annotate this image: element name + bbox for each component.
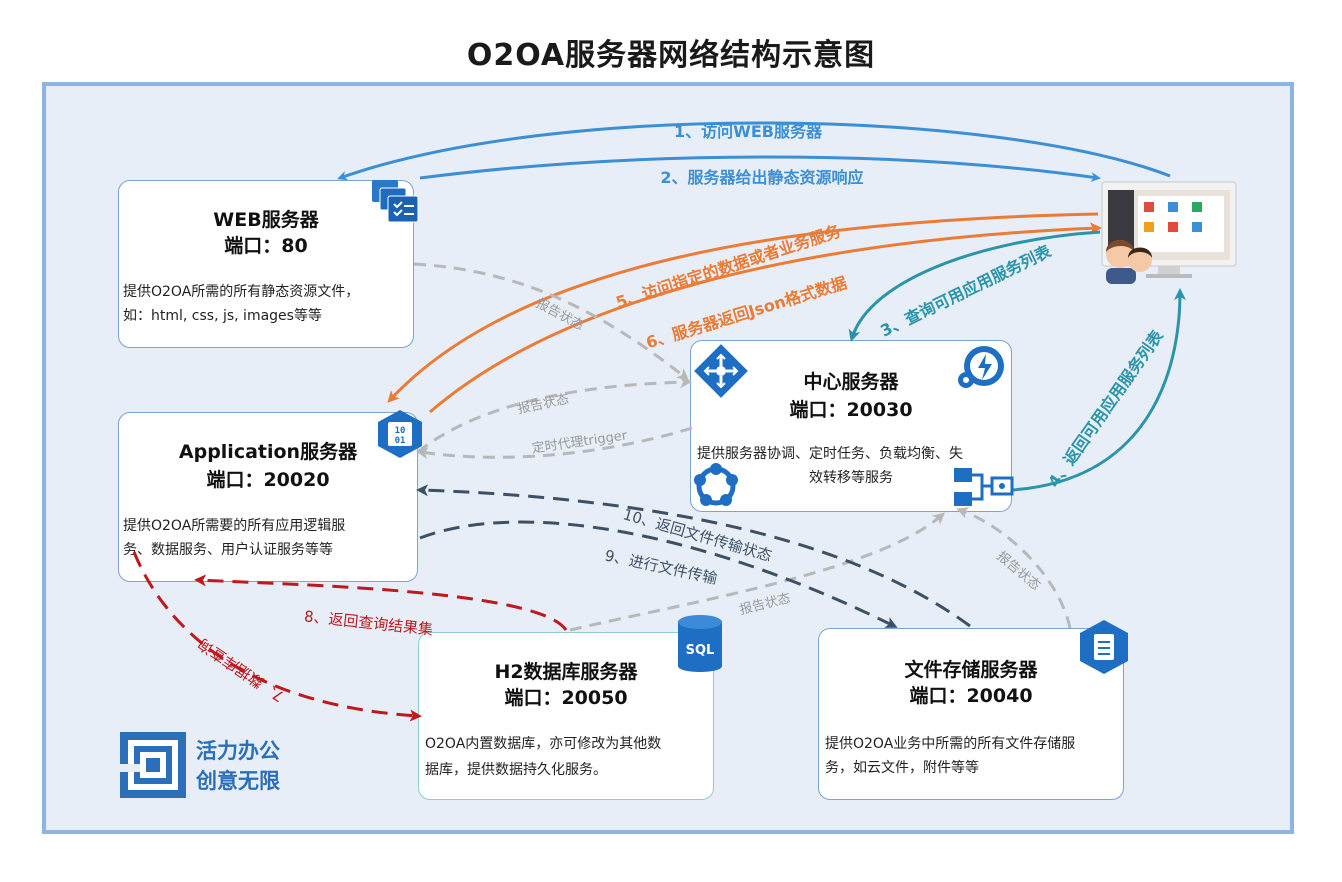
- document-stack-icon: [372, 180, 419, 223]
- arrow-10-return-file-status: [416, 484, 971, 628]
- h2-database-server-desc-1: O2OA内置数据库，亦可修改为其他数: [425, 736, 662, 752]
- o2oa-logo-icon: [118, 730, 188, 800]
- arrow-web-report-status: [413, 262, 690, 381]
- web-server-desc-2: 如：html, css, js, images等等: [123, 308, 322, 324]
- label-arrow-4: 4、返回可用应用服务列表: [1044, 326, 1167, 491]
- label-report-status-app: 报告状态: [516, 392, 570, 417]
- file-storage-server-port: 端口：20040: [909, 685, 1033, 707]
- label-report-status-file: 报告状态: [994, 549, 1043, 594]
- label-arrow-1: 1、访问WEB服务器: [674, 122, 823, 141]
- web-server-name: WEB服务器: [213, 209, 319, 231]
- arrow-5-access-data: [387, 212, 1099, 403]
- label-arrow-9: 9、进行文件传输: [603, 546, 719, 587]
- arrow-9-file-transfer: [419, 520, 898, 628]
- h2-database-server-port: 端口：20050: [504, 687, 628, 709]
- arrow-6-json-response: [429, 222, 1102, 414]
- center-server-desc-1: 提供服务器协调、定时任务、负载均衡、失: [697, 446, 963, 462]
- svg-text:10: 10: [395, 426, 406, 436]
- label-report-status-web: 报告状态: [533, 296, 586, 334]
- file-hexagon-icon: [1080, 620, 1128, 674]
- logo-line-2: 创意无限: [196, 769, 280, 793]
- web-server-port: 端口：80: [224, 235, 308, 257]
- web-server-node: WEB服务器 端口：80 提供O2OA所需的所有静态资源文件， 如：html, …: [118, 180, 414, 348]
- label-trigger: 定时代理trigger: [531, 428, 629, 456]
- application-server-desc-1: 提供O2OA所需要的所有应用逻辑服: [123, 518, 346, 534]
- svg-text:01: 01: [395, 436, 406, 446]
- arrow-3-query-service-list: [848, 230, 1101, 342]
- svg-text:SQL: SQL: [686, 643, 715, 658]
- h2-database-server-node: H2数据库服务器 端口：20050 O2OA内置数据库，亦可修改为其他数 据库，…: [418, 632, 714, 800]
- arrow-1-access-web: [337, 121, 1171, 181]
- label-arrow-8: 8、返回查询结果集: [303, 607, 434, 638]
- file-storage-server-node: 文件存储服务器 端口：20040 提供O2OA业务中所需的所有文件存储服 务，如…: [818, 628, 1124, 800]
- file-storage-server-name: 文件存储服务器: [904, 659, 1038, 681]
- h2-database-server-desc-2: 据库，提供数据持久化服务。: [425, 762, 607, 778]
- arrow-2-static-response: [419, 155, 1101, 182]
- arrow-4-return-service-list: [1011, 288, 1186, 492]
- label-arrow-7: 7、数据库查询: [195, 635, 288, 706]
- users-computer-icon: [1101, 181, 1237, 284]
- application-server-port: 端口：20020: [206, 469, 330, 491]
- application-server-node: Application服务器 端口：20020 提供O2OA所需要的所有应用逻辑…: [118, 412, 418, 582]
- label-report-status-db: 报告状态: [738, 591, 792, 618]
- label-arrow-2: 2、服务器给出静态资源响应: [660, 168, 863, 187]
- arrow-app-report-status: [417, 376, 692, 454]
- application-server-name: Application服务器: [178, 441, 358, 463]
- web-server-desc-1: 提供O2OA所需的所有静态资源文件，: [123, 284, 360, 300]
- binary-hexagon-icon: 10 01: [378, 410, 422, 458]
- file-storage-server-desc-1: 提供O2OA业务中所需的所有文件存储服: [825, 736, 1076, 752]
- arrow-trigger: [416, 426, 693, 460]
- center-server-name: 中心服务器: [803, 371, 899, 393]
- file-storage-server-desc-2: 务，如云文件，附件等等: [825, 760, 979, 776]
- cluster-circle-icon: [694, 463, 738, 506]
- arrow-file-report-status: [956, 507, 1072, 629]
- page-title: O2OA服务器网络结构示意图: [466, 38, 876, 73]
- logo-line-1: 活力办公: [196, 739, 280, 763]
- network-switch-icon: [954, 468, 1014, 506]
- center-server-desc-2: 效转移等服务: [809, 470, 893, 486]
- gear-lightning-icon: [958, 346, 1004, 388]
- application-server-desc-2: 务、数据服务、用户认证服务等等: [123, 542, 333, 558]
- center-server-port: 端口：20030: [789, 399, 913, 421]
- arrow-8-return-result-set: [194, 574, 568, 631]
- sql-database-icon: SQL: [678, 615, 722, 672]
- arrow-7-db-query: [132, 551, 422, 722]
- load-balancer-icon: [694, 344, 748, 398]
- h2-database-server-name: H2数据库服务器: [494, 661, 638, 683]
